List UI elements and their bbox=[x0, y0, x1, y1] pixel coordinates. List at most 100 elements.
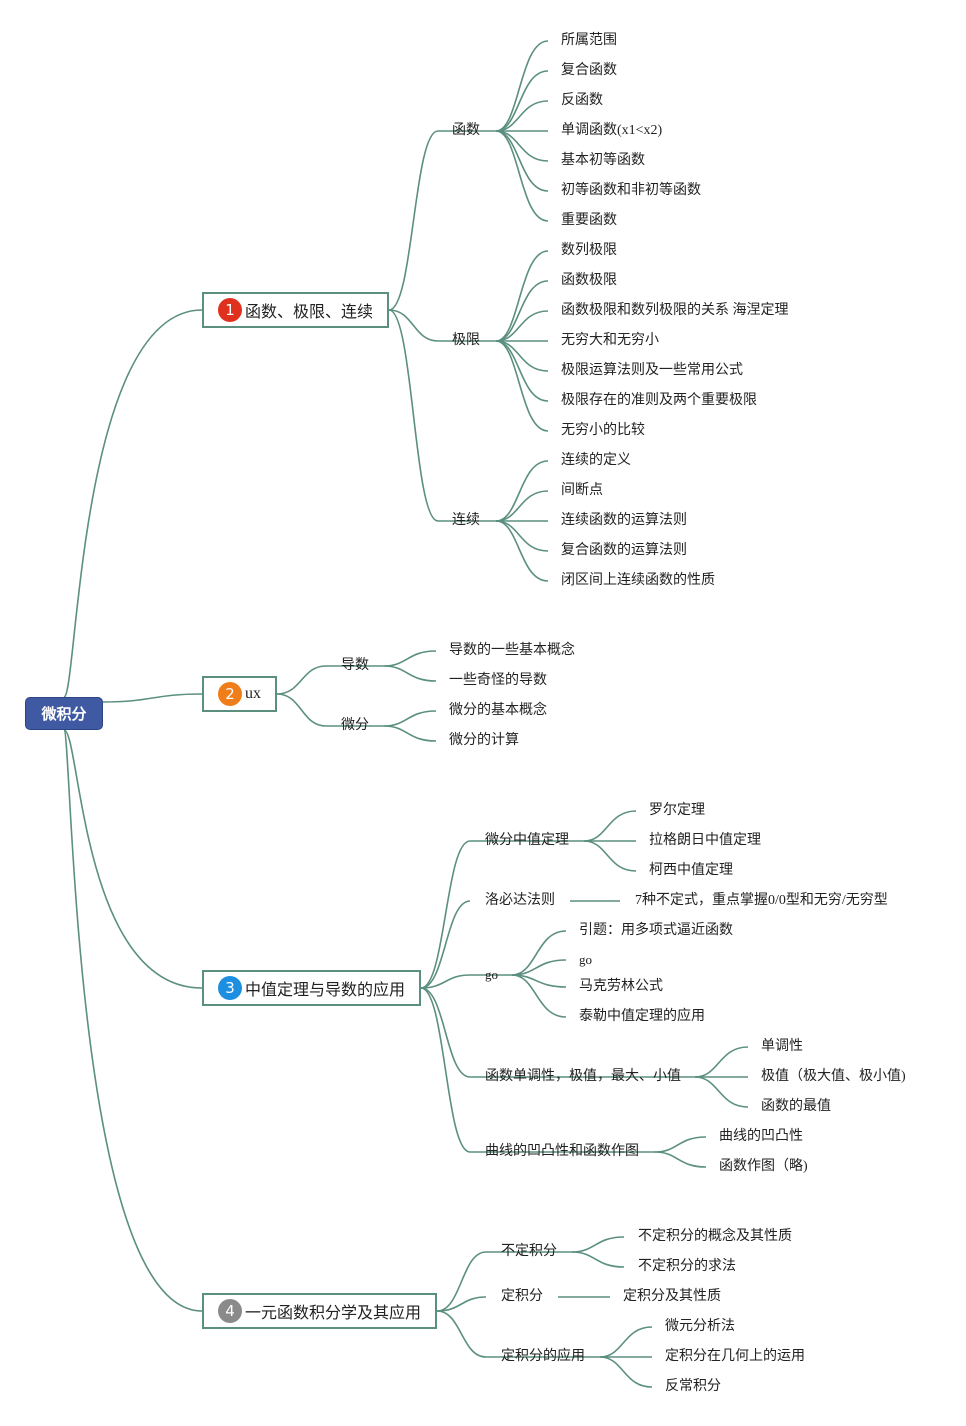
connector bbox=[276, 693, 327, 727]
number-badge-3: 3 bbox=[218, 976, 242, 1000]
leaf-node[interactable]: 单调性 bbox=[761, 1039, 803, 1054]
leaf-node[interactable]: 一些奇怪的导数 bbox=[449, 673, 547, 688]
connector bbox=[383, 650, 437, 667]
leaf-node[interactable]: 不定积分的求法 bbox=[638, 1259, 736, 1274]
connector bbox=[495, 40, 549, 132]
leaf-node[interactable]: 定积分及其性质 bbox=[623, 1289, 721, 1304]
leaf-node[interactable]: 所属范围 bbox=[561, 33, 617, 48]
topic-node[interactable]: 导数 bbox=[341, 658, 369, 673]
connector bbox=[495, 520, 549, 552]
connector bbox=[495, 490, 549, 522]
connector bbox=[495, 70, 549, 132]
leaf-node[interactable]: 罗尔定理 bbox=[649, 803, 705, 818]
connector bbox=[420, 987, 471, 1153]
leaf-node[interactable]: 反函数 bbox=[561, 93, 603, 108]
leaf-node[interactable]: 极限运算法则及一些常用公式 bbox=[561, 363, 743, 378]
leaf-node[interactable]: 数列极限 bbox=[561, 243, 617, 258]
connector bbox=[495, 280, 549, 342]
leaf-node[interactable]: 柯西中值定理 bbox=[649, 863, 733, 878]
leaf-node[interactable]: 单调函数(x1<x2) bbox=[561, 123, 663, 138]
connector bbox=[420, 900, 471, 989]
leaf-node[interactable]: 极限存在的准则及两个重要极限 bbox=[561, 393, 757, 408]
leaf-node[interactable]: 间断点 bbox=[561, 483, 603, 498]
connector bbox=[383, 665, 437, 682]
branch-4[interactable]: 4 一元函数积分学及其应用 bbox=[202, 1293, 437, 1329]
leaf-node[interactable]: 反常积分 bbox=[665, 1379, 721, 1394]
topic-node[interactable]: 曲线的凹凸性和函数作图 bbox=[485, 1144, 639, 1159]
connector bbox=[436, 1251, 487, 1312]
leaf-node[interactable]: 复合函数 bbox=[561, 63, 617, 78]
connector bbox=[599, 1356, 653, 1388]
connector bbox=[511, 930, 567, 976]
connector bbox=[495, 310, 549, 342]
topic-node[interactable]: 函数单调性，极值，最大、小值 bbox=[485, 1069, 681, 1084]
leaf-node[interactable]: 7种不定式，重点掌握0/0型和无穷/无穷型 bbox=[635, 893, 888, 908]
leaf-node[interactable]: 不定积分的概念及其性质 bbox=[638, 1229, 792, 1244]
topic-node[interactable]: 微分中值定理 bbox=[485, 833, 569, 848]
topic-node[interactable]: 洛必达法则 bbox=[485, 893, 555, 908]
branch-3-label: 中值定理与导数的应用 bbox=[245, 982, 406, 999]
branch-3[interactable]: 3 中值定理与导数的应用 bbox=[202, 970, 421, 1006]
leaf-node[interactable]: 无穷大和无穷小 bbox=[561, 333, 659, 348]
leaf-node[interactable]: 无穷小的比较 bbox=[561, 423, 645, 438]
connector bbox=[420, 974, 471, 989]
leaf-node[interactable]: 函数作图（略) bbox=[719, 1159, 808, 1174]
connector bbox=[654, 1151, 707, 1168]
topic-node[interactable]: 不定积分 bbox=[501, 1244, 557, 1259]
leaf-node[interactable]: 拉格朗日中值定理 bbox=[649, 833, 761, 848]
connector bbox=[583, 840, 637, 872]
leaf-node[interactable]: 泰勒中值定理的应用 bbox=[579, 1009, 705, 1024]
connector bbox=[436, 1296, 487, 1312]
connector bbox=[511, 974, 567, 1018]
connector bbox=[495, 250, 549, 342]
branch-2[interactable]: 2 ux bbox=[202, 676, 277, 712]
topic-node[interactable]: 极限 bbox=[452, 333, 480, 348]
leaf-node[interactable]: 马克劳林公式 bbox=[579, 979, 663, 994]
leaf-node[interactable]: 基本初等函数 bbox=[561, 153, 645, 168]
leaf-node[interactable]: 微分的计算 bbox=[449, 733, 519, 748]
topic-node[interactable]: 定积分 bbox=[501, 1289, 543, 1304]
leaf-node[interactable]: 极值（极大值、极小值) bbox=[761, 1069, 906, 1084]
leaf-node[interactable]: 复合函数的运算法则 bbox=[561, 543, 687, 558]
branch-2-label: ux bbox=[245, 685, 261, 702]
topic-node[interactable]: 函数 bbox=[452, 123, 480, 138]
leaf-node[interactable]: 函数的最值 bbox=[761, 1099, 831, 1114]
leaf-node[interactable]: 函数极限和数列极限的关系 海涅定理 bbox=[561, 303, 789, 318]
connector bbox=[383, 725, 437, 742]
topic-node[interactable]: go bbox=[485, 967, 498, 982]
leaf-node[interactable]: 初等函数和非初等函数 bbox=[561, 183, 701, 198]
leaf-node[interactable]: 闭区间上连续函数的性质 bbox=[561, 573, 715, 588]
leaf-node[interactable]: 重要函数 bbox=[561, 213, 617, 228]
connector bbox=[694, 1046, 749, 1078]
connector bbox=[495, 520, 549, 582]
connector bbox=[388, 130, 439, 311]
leaf-node[interactable]: 微元分析法 bbox=[665, 1319, 735, 1334]
leaf-node[interactable]: go bbox=[579, 952, 592, 967]
connector bbox=[694, 1076, 749, 1108]
connector bbox=[583, 810, 637, 842]
branch-1[interactable]: 1 函数、极限、连续 bbox=[202, 292, 389, 328]
connector bbox=[495, 340, 549, 432]
root-node[interactable]: 微积分 bbox=[25, 697, 103, 730]
topic-node[interactable]: 定积分的应用 bbox=[501, 1349, 585, 1364]
topic-node[interactable]: 微分 bbox=[341, 718, 369, 733]
leaf-node[interactable]: 曲线的凹凸性 bbox=[719, 1129, 803, 1144]
leaf-node[interactable]: 导数的一些基本概念 bbox=[449, 643, 575, 658]
leaf-node[interactable]: 微分的基本概念 bbox=[449, 703, 547, 718]
connector bbox=[495, 130, 549, 222]
number-badge-4: 4 bbox=[218, 1299, 242, 1323]
connector bbox=[436, 1310, 487, 1358]
connector bbox=[383, 710, 437, 727]
leaf-node[interactable]: 连续函数的运算法则 bbox=[561, 513, 687, 528]
connector bbox=[63, 729, 203, 1312]
leaf-node[interactable]: 引题：用多项式逼近函数 bbox=[579, 923, 733, 938]
leaf-node[interactable]: 定积分在几何上的运用 bbox=[665, 1349, 805, 1364]
connector bbox=[388, 309, 439, 522]
connector bbox=[276, 665, 327, 695]
connector bbox=[654, 1136, 707, 1153]
topic-node[interactable]: 连续 bbox=[452, 513, 480, 528]
leaf-node[interactable]: 连续的定义 bbox=[561, 453, 631, 468]
connector bbox=[420, 840, 471, 989]
leaf-node[interactable]: 函数极限 bbox=[561, 273, 617, 288]
